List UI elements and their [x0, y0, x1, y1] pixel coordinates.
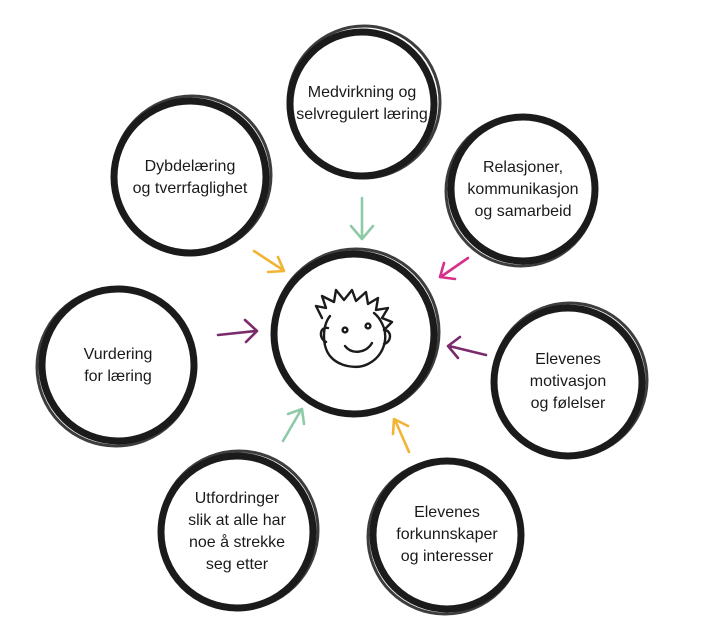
node-label-relasjoner: Relasjoner, kommunikasjon og samarbeid	[458, 154, 588, 226]
arrow-from-dybdelaering	[252, 249, 286, 274]
node-text-relasjoner: Relasjoner, kommunikasjon og samarbeid	[467, 159, 579, 220]
node-label-forkunnskaper: Elevenes forkunnskaper og interesser	[377, 499, 517, 571]
node-text-motivasjon: Elevenes motivasjon og følelser	[529, 351, 607, 412]
arrow-from-motivasjon	[446, 335, 488, 360]
arrow-from-forkunnskaper	[391, 417, 411, 454]
node-label-motivasjon: Elevenes motivasjon og følelser	[508, 346, 628, 418]
node-circle-medvirkning	[286, 24, 442, 180]
node-circle-forkunnskaper	[366, 457, 525, 616]
node-label-utfordringer: Utfordringer slik at alle har noe å stre…	[172, 485, 302, 579]
node-label-dybdelaering: Dybdelæring og tverrfaglighet	[115, 154, 265, 202]
smiling-face-icon	[314, 288, 394, 368]
node-circle-dybdelaering	[110, 94, 273, 257]
node-circle-utfordringer	[157, 449, 320, 612]
node-label-vurdering: Vurdering for læring	[58, 342, 178, 390]
node-circle-vurdering	[35, 285, 198, 448]
node-circle-motivasjon	[490, 301, 649, 460]
arrow-from-medvirkning	[349, 196, 375, 241]
node-text-medvirkning: Medvirkning og selvregulert læring	[296, 84, 428, 123]
arrow-from-utfordringer	[281, 407, 306, 443]
node-circle-relasjoner	[444, 113, 599, 268]
node-text-dybdelaering: Dybdelæring og tverrfaglighet	[132, 158, 248, 197]
arrow-from-vurdering	[216, 318, 259, 344]
node-text-vurdering: Vurdering for læring	[83, 346, 153, 385]
arrow-from-relasjoner	[438, 256, 470, 281]
center-circle	[270, 247, 441, 418]
node-text-forkunnskaper: Elevenes forkunnskaper og interesser	[396, 504, 498, 565]
node-label-medvirkning: Medvirkning og selvregulert læring	[282, 70, 442, 138]
node-text-utfordringer: Utfordringer slik at alle har noe å stre…	[188, 490, 286, 573]
